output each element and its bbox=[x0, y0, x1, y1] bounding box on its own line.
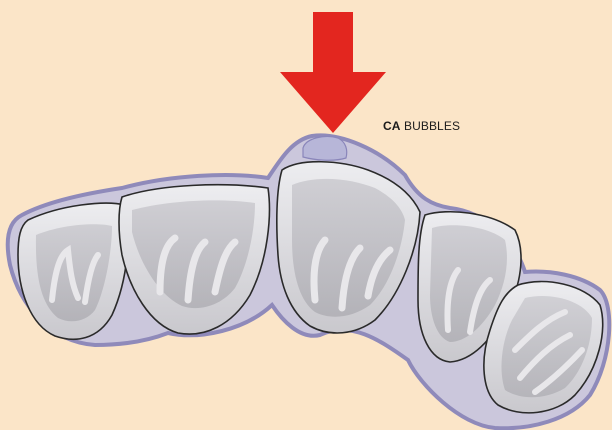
annotation-abbrev: CA bbox=[383, 119, 401, 133]
arrow-down-icon bbox=[280, 12, 386, 133]
annotation-label: CA BUBBLES bbox=[383, 119, 460, 133]
annotation-word: BUBBLES bbox=[404, 119, 460, 133]
bubble bbox=[303, 136, 347, 160]
